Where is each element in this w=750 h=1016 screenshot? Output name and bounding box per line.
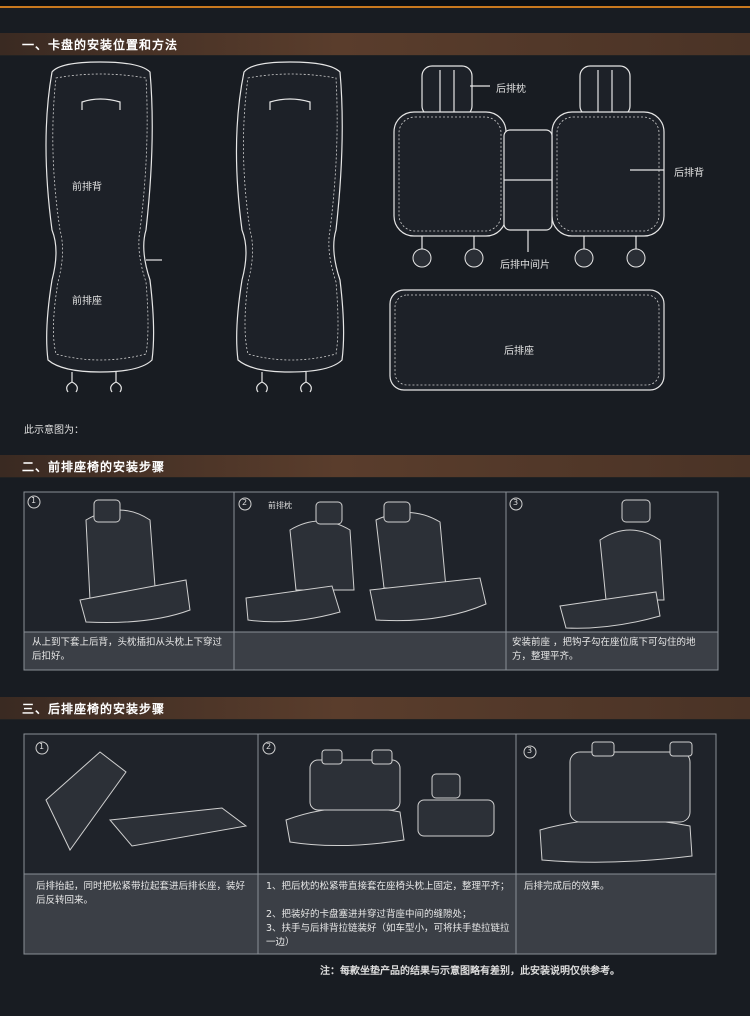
rear-step-3-text: 后排完成后的效果。 bbox=[524, 880, 710, 894]
rear-step-2-number: 2 bbox=[266, 742, 271, 751]
footer-note: 注：每款坐垫产品的结果与示意图略有差别，此安装说明仅供参考。 bbox=[320, 962, 620, 977]
rear-step-1-number: 1 bbox=[39, 742, 44, 751]
rear-step-1-text: 后排抬起，同时把松紧带拉起套进后排长座，装好后反转回来。 bbox=[36, 880, 250, 908]
rear-step-3-number: 3 bbox=[527, 746, 532, 755]
rear-step-2-text-line3: 3、扶手与后排背拉链装好（如车型小，可将扶手垫拉链拉一边） bbox=[266, 922, 510, 950]
rear-step-2-text-line1: 1、把后枕的松紧带直接套在座椅头枕上固定，整理平齐； bbox=[266, 880, 510, 894]
rear-step-2-text-line2: 2、把装好的卡盘塞进并穿过背座中间的缝隙处； bbox=[266, 908, 510, 922]
